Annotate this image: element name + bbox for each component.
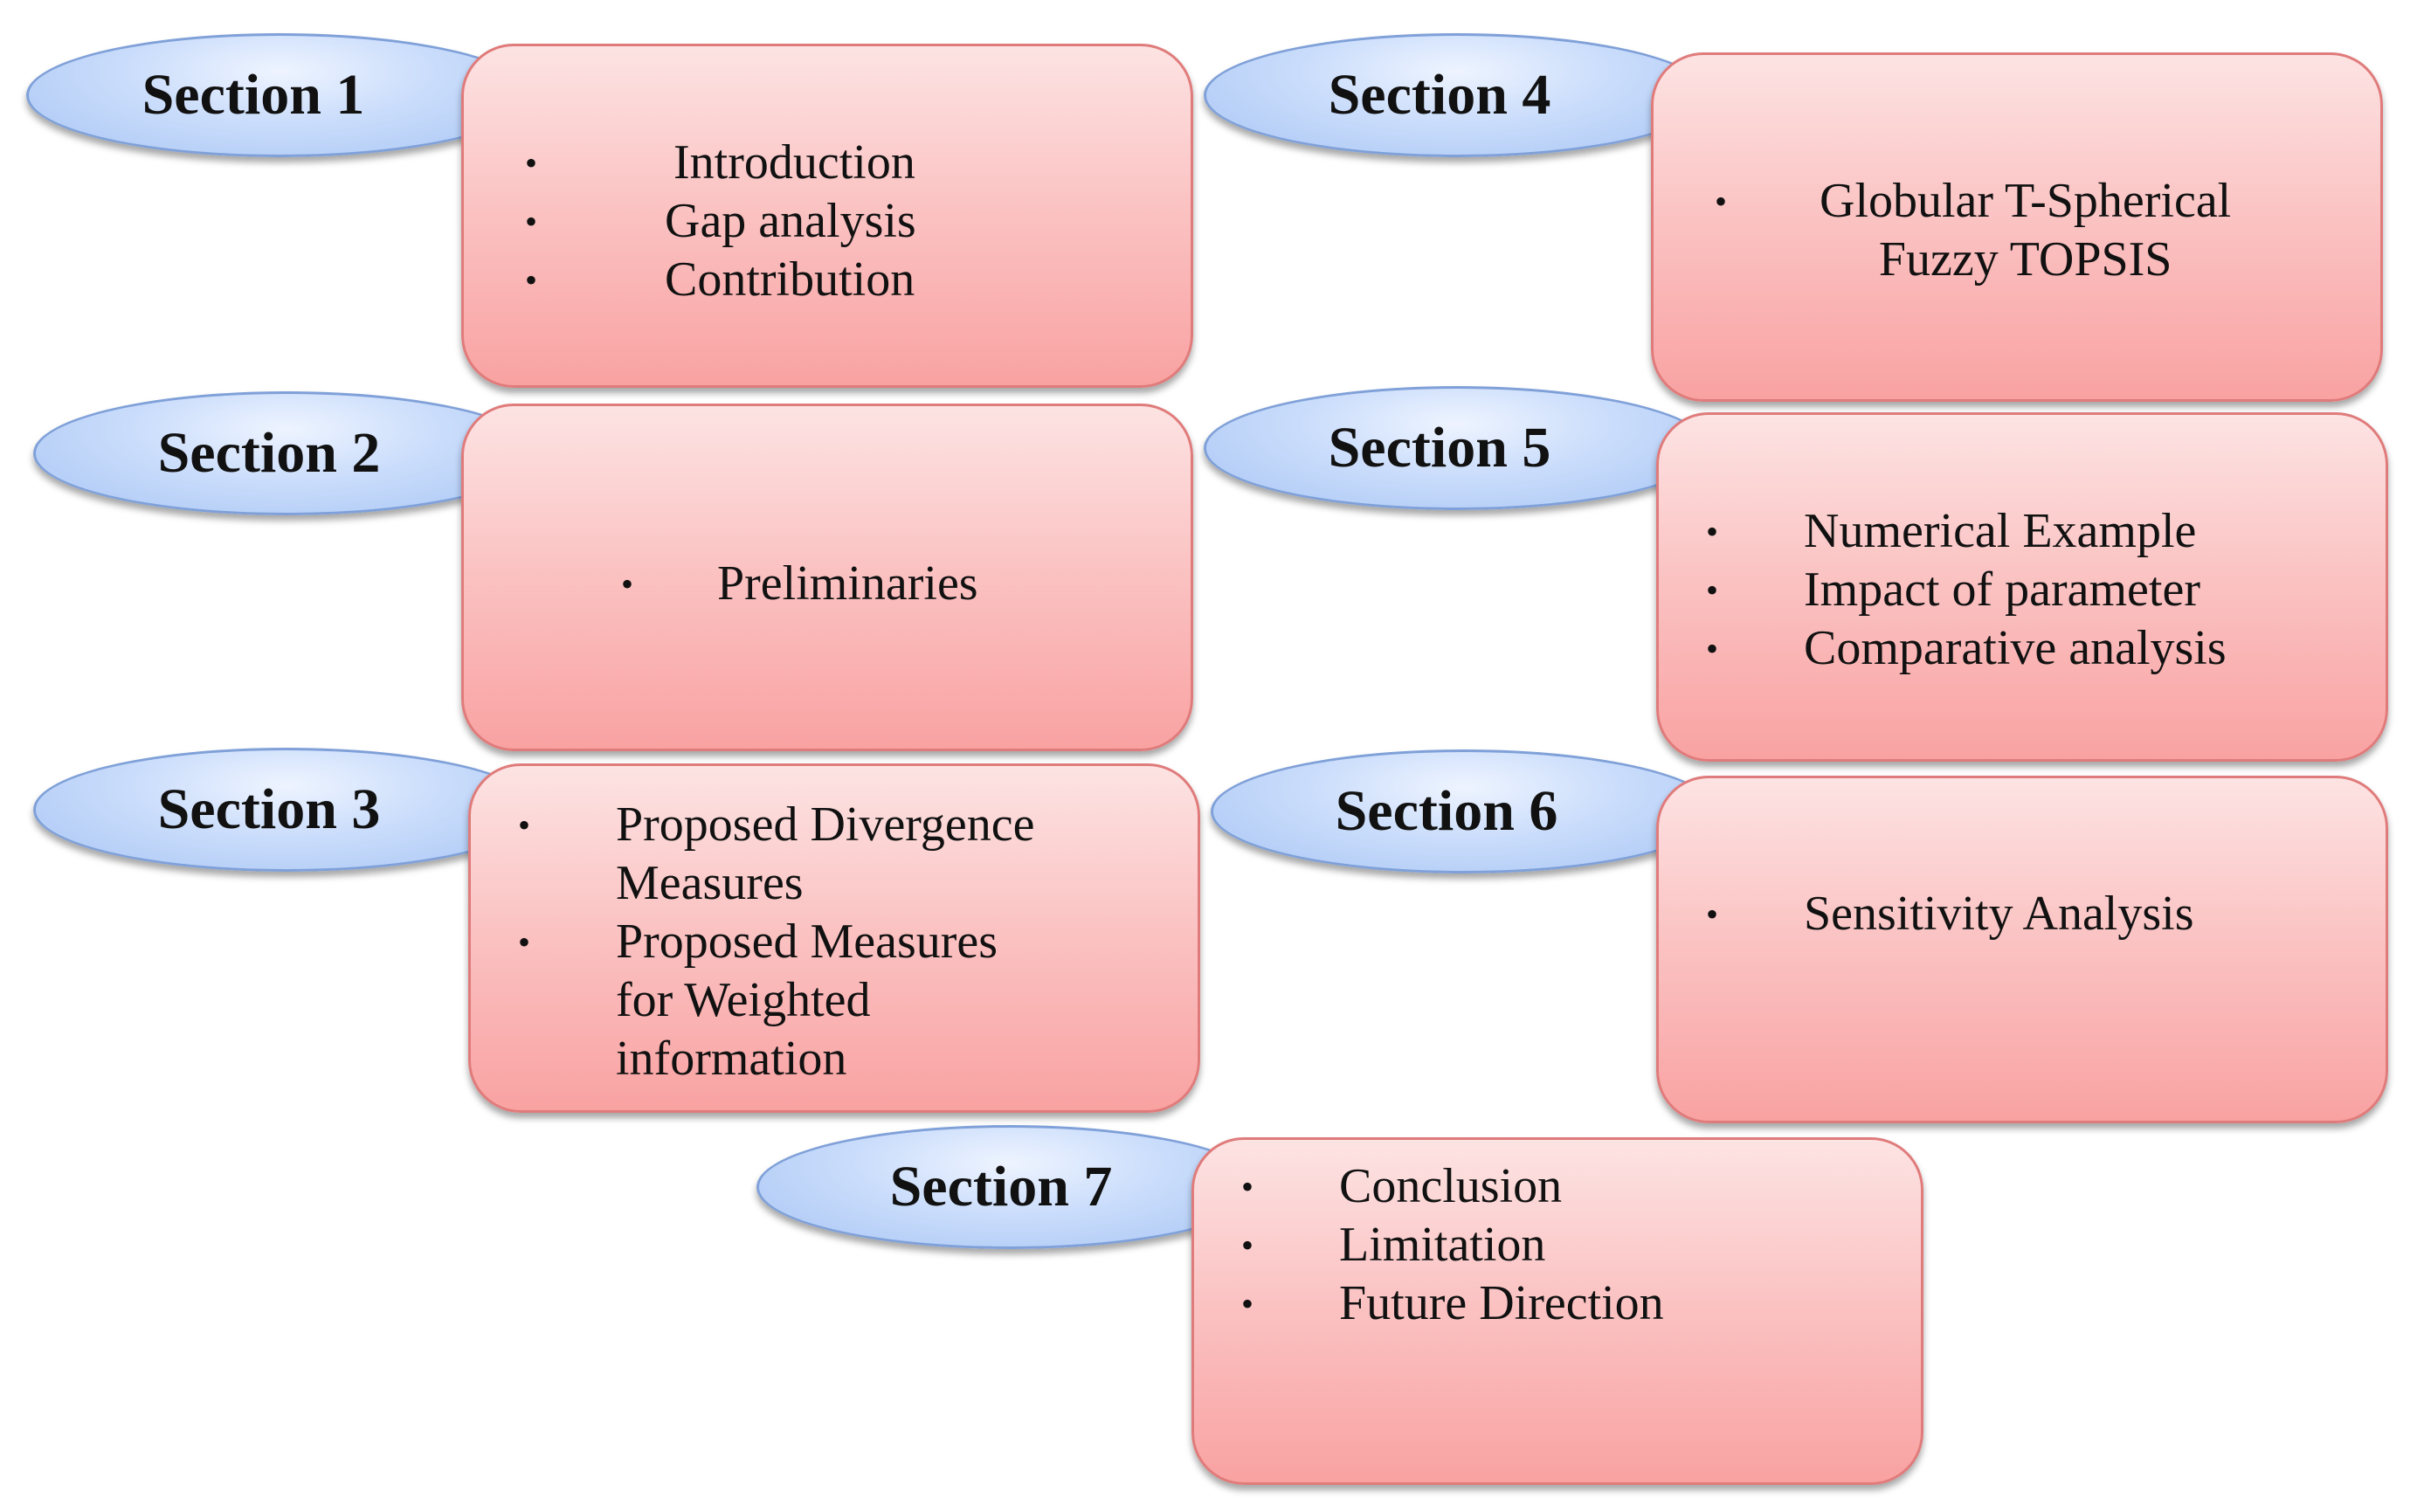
section-7-item: •Conclusion (1241, 1159, 1563, 1213)
section-6-list: •Sensitivity Analysis (1706, 885, 2194, 943)
section-2-box: •Preliminaries (461, 404, 1193, 751)
section-1-item: •Contribution (525, 252, 915, 307)
section-4-label: Section 4 (1328, 63, 1551, 127)
section-2-list: •Preliminaries (621, 555, 978, 613)
section-7-item: •Future Direction (1241, 1276, 1664, 1330)
section-1-list: •Introduction •Gap analysis •Contributio… (525, 134, 916, 309)
section-6-oval: Section 6 (1211, 749, 1717, 873)
section-3-label: Section 3 (157, 777, 381, 841)
section-1-label: Section 1 (142, 63, 365, 127)
section-5-oval: Section 5 (1204, 386, 1710, 510)
section-5-list: •Numerical Example •Impact of parameter … (1706, 502, 2227, 678)
section-3-oval: Section 3 (33, 748, 540, 872)
section-1-item: •Gap analysis (525, 194, 916, 248)
section-3-box: •Proposed Divergence Measures •Proposed … (468, 763, 1200, 1113)
section-5-item: •Impact of parameter (1706, 563, 2200, 617)
section-5-item: •Comparative analysis (1706, 621, 2227, 675)
section-6-label: Section 6 (1335, 779, 1558, 843)
section-7-list: •Conclusion •Limitation •Future Directio… (1241, 1157, 1664, 1333)
section-1-oval: Section 1 (26, 33, 533, 157)
section-1-item: •Introduction (525, 135, 915, 190)
section-3-item: •Proposed Measures for Weighted informat… (518, 915, 998, 1086)
section-3-list: •Proposed Divergence Measures •Proposed … (518, 796, 1035, 1088)
section-7-label: Section 7 (889, 1155, 1113, 1219)
section-5-item: •Numerical Example (1706, 504, 2197, 558)
section-5-label: Section 5 (1328, 416, 1551, 480)
section-4-list: •Globular T-Spherical Fuzzy TOPSIS (1715, 172, 2232, 289)
section-4-box: •Globular T-Spherical Fuzzy TOPSIS (1651, 52, 2383, 402)
section-3-item: •Proposed Divergence Measures (518, 797, 1035, 910)
section-6-box: •Sensitivity Analysis (1656, 776, 2388, 1123)
section-5-box: •Numerical Example •Impact of parameter … (1656, 412, 2388, 762)
section-6-item: •Sensitivity Analysis (1706, 887, 2194, 941)
section-4-item: •Globular T-Spherical Fuzzy TOPSIS (1715, 174, 2232, 287)
section-2-oval: Section 2 (33, 391, 540, 515)
section-7-item: •Limitation (1241, 1218, 1546, 1272)
section-1-box: •Introduction •Gap analysis •Contributio… (461, 44, 1193, 388)
section-7-box: •Conclusion •Limitation •Future Directio… (1191, 1137, 1923, 1485)
section-2-label: Section 2 (157, 421, 381, 485)
section-7-oval: Section 7 (756, 1125, 1263, 1249)
section-2-item: •Preliminaries (621, 556, 978, 611)
section-4-oval: Section 4 (1204, 33, 1710, 157)
